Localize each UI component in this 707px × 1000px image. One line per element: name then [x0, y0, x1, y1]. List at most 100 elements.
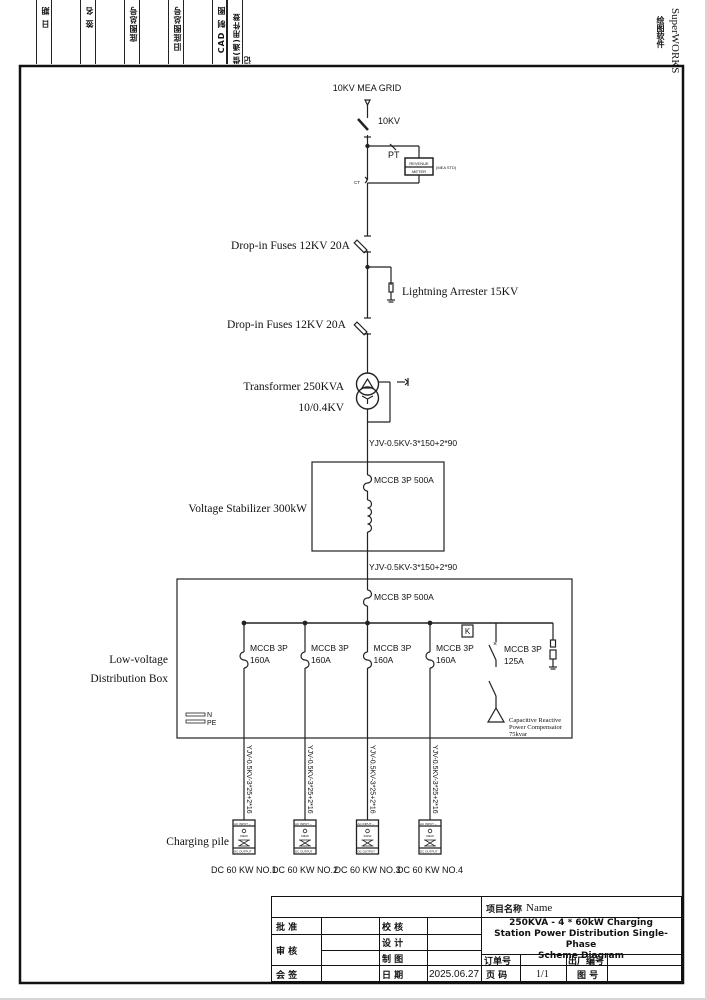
- pile-power-label: 60kW: [426, 834, 434, 838]
- lv-box-label: Distribution Box: [90, 673, 168, 685]
- pe-label: PE: [207, 720, 217, 727]
- charging-pile-icon: [355, 819, 380, 855]
- header-cell-date: 日 期: [36, 0, 52, 64]
- surge-protector-icon: [549, 639, 557, 648]
- pt-label: PT: [388, 150, 400, 160]
- branch-breaker-label: MCCB 3P: [311, 643, 349, 653]
- lv-box-label: Low-voltage: [109, 654, 168, 666]
- fuse1-label: Drop-in Fuses 12KV 20A: [231, 240, 351, 252]
- drawing-title-line: Station Power Distribution Single-Phase: [494, 929, 668, 950]
- stabilizer-label: Voltage Stabilizer 300kW: [188, 503, 307, 515]
- branch-cable-label: YJV-0.5KV-3*25+2*16: [306, 745, 313, 814]
- charging-pile-icon: [232, 819, 256, 855]
- check-label: 校 核: [382, 922, 404, 933]
- approve-label: 批 准: [276, 922, 298, 933]
- drop-fuse-icon: [353, 239, 368, 254]
- review-label: 审 核: [276, 946, 298, 957]
- brand-name: SuperWORKS: [669, 8, 681, 74]
- transformer-ratio-label: 10/0.4KV: [298, 402, 344, 414]
- main-breaker-label: MCCB 3P 500A: [374, 592, 434, 602]
- voltage-stabilizer-box: [311, 461, 445, 552]
- order-label: 订单号: [484, 956, 512, 967]
- brand-subtitle: 绘图软件: [656, 16, 665, 48]
- switch-label: 10KV: [378, 116, 400, 126]
- pe-bar: [185, 719, 206, 724]
- transformer-label: Transformer 250KVA: [243, 381, 344, 393]
- stabilizer-breaker-label: MCCB 3P 500A: [374, 475, 434, 485]
- neutral-bar: [185, 712, 206, 717]
- header-cell-register: 借(通)用件登记: [227, 0, 252, 64]
- compensator-switch-icon: [488, 680, 497, 697]
- neutral-label: N: [207, 712, 212, 719]
- compensator-label: Power Compensator: [509, 724, 563, 731]
- mccb-icon: [300, 651, 310, 669]
- transformer-primary-icon: [355, 372, 380, 396]
- pile-ac-input-label: AC INPUT ~: [358, 822, 375, 826]
- pile-ac-input-label: AC INPUT ~: [234, 822, 251, 826]
- mccb-icon: [425, 651, 435, 669]
- mccb-icon: [362, 474, 373, 492]
- compensator-rating: 75kvar: [509, 731, 528, 738]
- branch-cable-label: YJV-0.5KV-3*25+2*16: [369, 745, 376, 814]
- branch-cable-label: YJV-0.5KV-3*25+2*16: [245, 745, 252, 814]
- drawing-label: 制 图: [382, 954, 404, 965]
- date-label: 日 期: [382, 970, 404, 981]
- project-label: 项目名称: [486, 904, 523, 915]
- pile-power-label: 60kW: [240, 834, 248, 838]
- k-contactor-box: [461, 624, 474, 638]
- title-block: 批 准 审 核 会 签 校 核 设 计 制 图 日 期 2025.06.27 项…: [271, 896, 682, 983]
- pile-power-label: 60kW: [364, 834, 372, 838]
- page-value: 1/1: [536, 968, 549, 980]
- pile-dc-output-label: DC OUTPUT: [420, 850, 438, 854]
- header-cell-old-base-number: 旧底图总号: [168, 0, 184, 64]
- charging-pile-icon: [293, 819, 317, 855]
- comp-breaker-label: MCCB 3P: [504, 644, 542, 654]
- pile-ac-input-label: AC INPUT ~: [295, 822, 312, 826]
- ct-label: CT: [354, 180, 360, 185]
- charging-pile-name: DC 60 KW NO.4: [397, 865, 463, 875]
- charging-pile-name: DC 60 KW NO.3: [334, 865, 400, 875]
- revision-header: 日 期 签 名 底图总号 旧底图总号 CAD 制 图 借(通)用件登记 Supe…: [0, 0, 707, 73]
- meter-label: METER: [412, 169, 426, 174]
- pile-ac-input-label: AC INPUT ~: [420, 822, 437, 826]
- design-label: 设 计: [382, 939, 404, 949]
- project-value: Name: [526, 902, 553, 914]
- charging-pile-name: DC 60 KW NO.2: [272, 865, 338, 875]
- branch-breaker-rating: 160A: [250, 655, 270, 665]
- branch-breaker-rating: 160A: [374, 655, 394, 665]
- header-cell-cad: CAD 制 图: [212, 0, 227, 64]
- drawing-title-line: 250KVA - 4 * 60kW Charging: [509, 918, 653, 928]
- meter-note: (MEA STD): [436, 165, 457, 170]
- ct-icon: [364, 176, 368, 184]
- load-switch-icon: [357, 118, 369, 131]
- branch-breaker-rating: 160A: [436, 655, 456, 665]
- drawing-frame: [18, 64, 685, 985]
- drop-fuse-icon: [353, 321, 368, 336]
- pile-dc-output-label: DC OUTPUT: [234, 850, 252, 854]
- mccb-icon: [362, 651, 373, 669]
- factory-label: 出厂编号: [568, 956, 605, 967]
- compensator-switch-icon: [488, 644, 497, 661]
- fuse2-label: Drop-in Fuses 12KV 20A: [227, 319, 347, 331]
- drawing-title: 250KVA - 4 * 60kW Charging Station Power…: [481, 918, 681, 961]
- cable-label: YJV-0.5KV-3*150+2*90: [369, 562, 457, 572]
- k-label: K: [465, 627, 471, 636]
- branch-breaker-label: MCCB 3P: [250, 643, 288, 653]
- branch-breaker-label: MCCB 3P: [436, 643, 474, 653]
- comp-breaker-label: 125A: [504, 656, 524, 666]
- pile-dc-output-label: DC OUTPUT: [358, 850, 376, 854]
- project-name-label: 项目名称 Name: [486, 901, 552, 915]
- meter-label: REVENUE: [409, 161, 429, 166]
- page-label: 页 码: [486, 970, 508, 981]
- header-cell-base-number: 底图总号: [124, 0, 140, 64]
- lv-distribution-box: [176, 578, 573, 739]
- date-value: 2025.06.27: [429, 968, 480, 980]
- pt-icon: [389, 143, 397, 151]
- drawing-no-label: 图 号: [577, 970, 599, 981]
- pile-power-label: 60kW: [301, 834, 309, 838]
- countersign-label: 会 签: [276, 970, 298, 981]
- drawing-title-line: Scheme Diagram: [538, 951, 624, 961]
- capacitor-bank-icon: [486, 706, 506, 723]
- charging-pile-name: DC 60 KW NO.1: [211, 865, 277, 875]
